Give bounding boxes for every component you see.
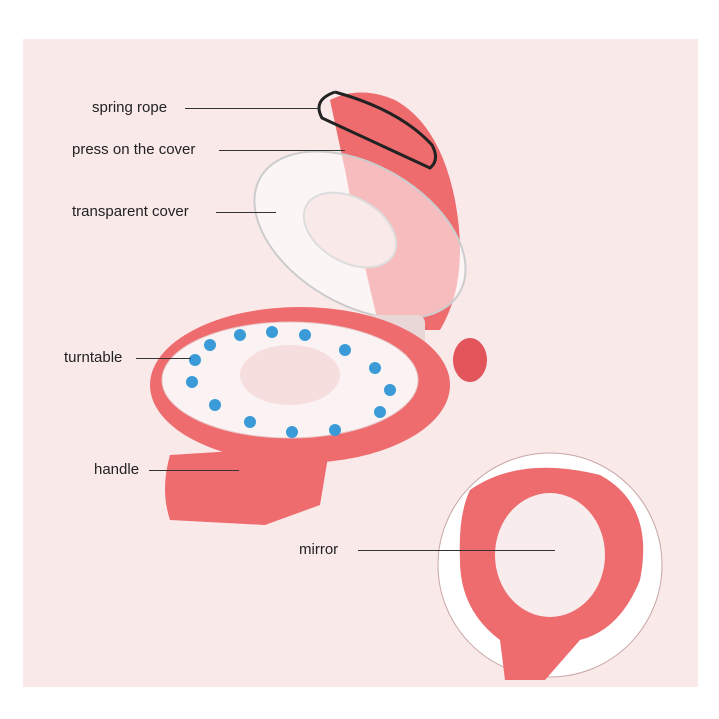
leader-line-handle xyxy=(149,470,239,471)
label-mirror: mirror xyxy=(299,541,339,558)
leader-line-transparent-cover xyxy=(216,212,276,213)
leader-line-turntable xyxy=(136,358,191,359)
hinge-knob xyxy=(453,338,487,382)
handle-part xyxy=(165,445,330,525)
leader-line-press-cover xyxy=(219,150,345,151)
leader-line-spring-rope xyxy=(185,108,320,109)
label-transparent-cover: transparent cover xyxy=(72,203,189,220)
label-spring-rope: spring rope xyxy=(92,99,168,116)
leader-line-mirror xyxy=(358,550,555,551)
center-knob xyxy=(240,345,340,405)
spring-rope xyxy=(317,90,437,170)
mirror-glass xyxy=(495,493,605,617)
label-turntable: turntable xyxy=(64,349,123,366)
label-handle: handle xyxy=(94,461,140,478)
label-press-cover: press on the cover xyxy=(72,141,196,158)
turntable-beads xyxy=(186,326,396,438)
